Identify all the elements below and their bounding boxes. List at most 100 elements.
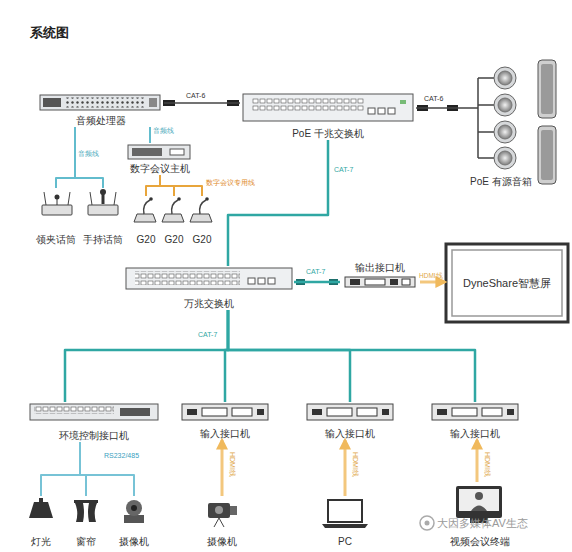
lavalier-mic-icon bbox=[42, 205, 72, 215]
audio-cable bbox=[56, 127, 75, 188]
poe-switch-device bbox=[400, 100, 406, 104]
input-interface-device bbox=[202, 408, 227, 416]
cat7-cable bbox=[65, 310, 228, 402]
conference-host-device bbox=[132, 148, 162, 156]
cable-label: CAT-7 bbox=[334, 166, 353, 174]
video-camera-icon bbox=[219, 518, 224, 527]
conference-cable bbox=[146, 175, 160, 196]
ceiling-speaker-icon bbox=[498, 151, 512, 165]
hdmi-cable bbox=[420, 281, 445, 284]
ceiling-speaker-icon bbox=[494, 121, 516, 143]
env-control-device bbox=[30, 404, 158, 420]
pc-source: PC bbox=[318, 496, 372, 548]
input-interface-device bbox=[507, 409, 514, 415]
ceiling-speaker-icon bbox=[498, 125, 512, 139]
handheld-mic-icon bbox=[100, 189, 106, 195]
handheld-mic-icon bbox=[88, 205, 118, 215]
env-control-interface: 环境控制接口机 bbox=[28, 402, 160, 442]
video-camera-icon bbox=[214, 518, 219, 527]
video-camera-icon bbox=[208, 503, 237, 527]
cat6-cable bbox=[416, 107, 460, 109]
cable-label: HDMI线 bbox=[228, 452, 236, 477]
light-device: 灯光 bbox=[22, 496, 60, 548]
video-camera-icon bbox=[215, 506, 223, 514]
core-switch-device bbox=[248, 278, 255, 284]
lavalier-mic-icon bbox=[44, 192, 46, 205]
watermark-icon bbox=[420, 516, 434, 530]
node-label: G20 bbox=[193, 234, 212, 246]
laptop-icon bbox=[322, 500, 368, 528]
node-label: 窗帘 bbox=[76, 536, 96, 548]
node-label: G20 bbox=[137, 234, 156, 246]
lavalier-mic-icon bbox=[68, 192, 70, 205]
input-interface-device bbox=[187, 409, 197, 415]
gooseneck-mic-icon bbox=[144, 200, 150, 214]
smart-screen-frame bbox=[446, 244, 568, 322]
cable-label: HDMI线 bbox=[483, 452, 491, 477]
cat6-cable bbox=[164, 102, 240, 104]
gooseneck-mic-icon bbox=[134, 197, 212, 222]
curtain-icon bbox=[75, 503, 84, 522]
poe-switch-device bbox=[388, 108, 395, 114]
video-terminal-icon bbox=[459, 489, 499, 511]
node-label: 视频会议终端 bbox=[450, 536, 510, 548]
input-interface-device bbox=[312, 409, 322, 415]
core-switch-device bbox=[135, 271, 240, 285]
camera-device: 摄像机 bbox=[112, 496, 156, 548]
input-interface-device bbox=[357, 408, 377, 416]
cable-plug bbox=[163, 100, 458, 285]
gooseneck-mic-icon bbox=[190, 214, 212, 222]
column-speaker-icon bbox=[541, 130, 553, 180]
cable-label: 音频线 bbox=[153, 127, 174, 135]
poe-switch-device bbox=[243, 94, 413, 121]
ptz-camera-icon bbox=[131, 505, 137, 511]
node-label: 手持话筒 bbox=[83, 234, 123, 246]
node-label: 音频处理器 bbox=[76, 115, 126, 127]
ptz-camera-icon bbox=[124, 515, 144, 523]
output-interface-device bbox=[350, 279, 360, 285]
lavalier-mic-icon bbox=[55, 195, 60, 200]
cat7-cable bbox=[228, 310, 475, 402]
ceiling-speaker-icon bbox=[494, 67, 516, 89]
video-terminal-icon bbox=[456, 486, 502, 518]
ptz-camera-icon bbox=[124, 500, 144, 523]
cat7-cable bbox=[228, 140, 328, 266]
env-control-device bbox=[120, 408, 150, 416]
cable-label: CAT-7 bbox=[198, 331, 217, 339]
column-speaker-icon bbox=[538, 60, 556, 184]
input-interface: 输入接口机 bbox=[305, 402, 395, 440]
lamp-icon bbox=[29, 498, 53, 518]
node-label: 万兆交换机 bbox=[184, 298, 234, 310]
input-interface-device bbox=[232, 408, 252, 416]
laptop-icon bbox=[322, 524, 368, 528]
audio-processor-device bbox=[40, 95, 160, 110]
curtain-device: 窗帘 bbox=[67, 496, 105, 548]
node-label: 输入接口机 bbox=[200, 428, 250, 440]
core-switch: 万兆交换机 bbox=[124, 266, 294, 310]
env-control-device bbox=[30, 404, 158, 420]
input-interface: 输入接口机 bbox=[180, 402, 270, 440]
node-label: 领夹话筒 bbox=[36, 234, 76, 246]
node-label: G20 bbox=[165, 234, 184, 246]
conference-cable bbox=[160, 175, 202, 196]
node-label: PC bbox=[338, 536, 352, 548]
node-label: DyneShare智慧屏 bbox=[463, 277, 551, 289]
handheld-mic-icon bbox=[90, 192, 92, 205]
node-label: PoE 有源音箱 bbox=[470, 176, 532, 188]
cable-label: CAT-6 bbox=[424, 95, 443, 103]
gooseneck-mic-icon bbox=[177, 197, 181, 201]
gooseneck-mic-icon bbox=[172, 200, 178, 214]
speaker-wires bbox=[460, 78, 494, 158]
watermark-text: 大因多媒体AV生态 bbox=[437, 516, 528, 531]
conference-host: 数字会议主机 bbox=[118, 143, 202, 175]
poe-switch-device bbox=[243, 94, 413, 121]
cable-label: CAT-6 bbox=[186, 92, 205, 100]
audio-cable bbox=[75, 127, 103, 188]
curtain-icon bbox=[88, 503, 97, 522]
handheld-mic-icon bbox=[88, 189, 118, 215]
watermark-icon bbox=[420, 516, 434, 530]
input-interface-device bbox=[257, 409, 264, 415]
output-interface: 输出接口机 bbox=[340, 262, 420, 290]
output-interface-device bbox=[345, 277, 415, 287]
handheld-mic-icon bbox=[114, 192, 116, 205]
